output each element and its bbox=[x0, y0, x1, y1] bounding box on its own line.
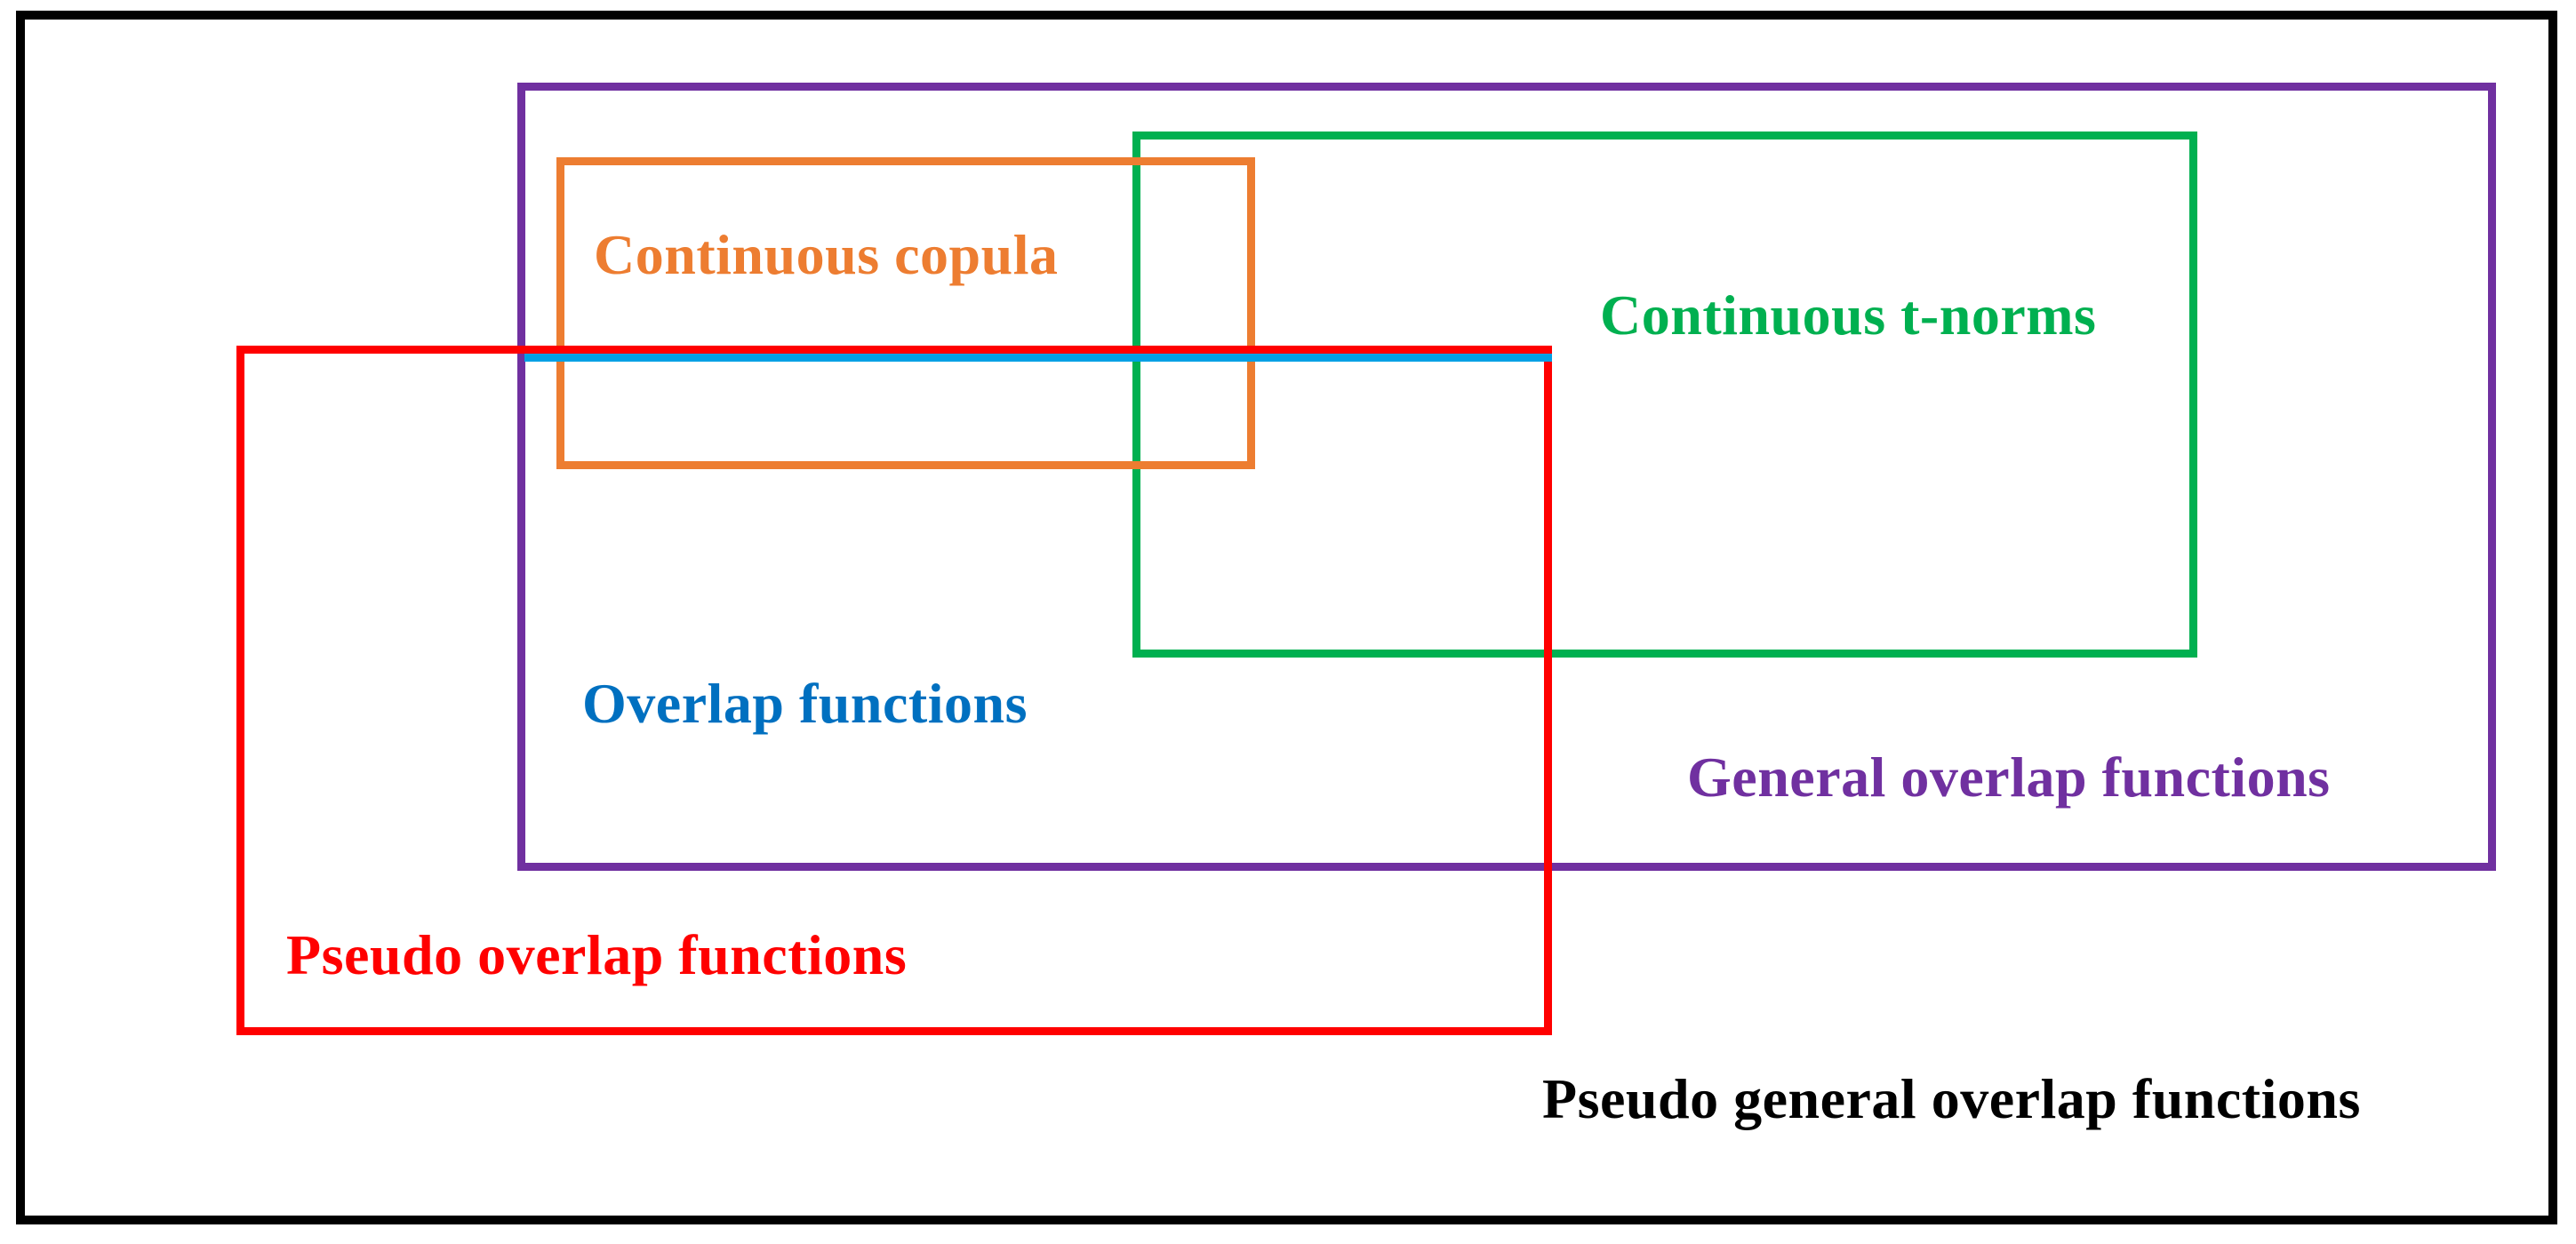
region-overlap-functions-line bbox=[524, 354, 1552, 362]
region-pseudo-overlap-functions bbox=[236, 346, 1552, 1035]
label-continuous-t-norms: Continuous t-norms bbox=[1600, 283, 2097, 347]
region-pseudo-general-overlap-functions bbox=[16, 11, 2557, 1224]
label-general-overlap-functions: General overlap functions bbox=[1687, 746, 2331, 809]
label-pseudo-overlap-functions: Pseudo overlap functions bbox=[286, 923, 908, 986]
region-continuous-t-norms bbox=[1132, 132, 2197, 658]
region-general-overlap-functions bbox=[517, 83, 2496, 871]
region-continuous-copula bbox=[556, 157, 1255, 469]
label-pseudo-general-overlap-functions: Pseudo general overlap functions bbox=[1542, 1067, 2361, 1130]
label-continuous-copula: Continuous copula bbox=[594, 223, 1059, 286]
label-overlap-functions: Overlap functions bbox=[582, 672, 1028, 735]
